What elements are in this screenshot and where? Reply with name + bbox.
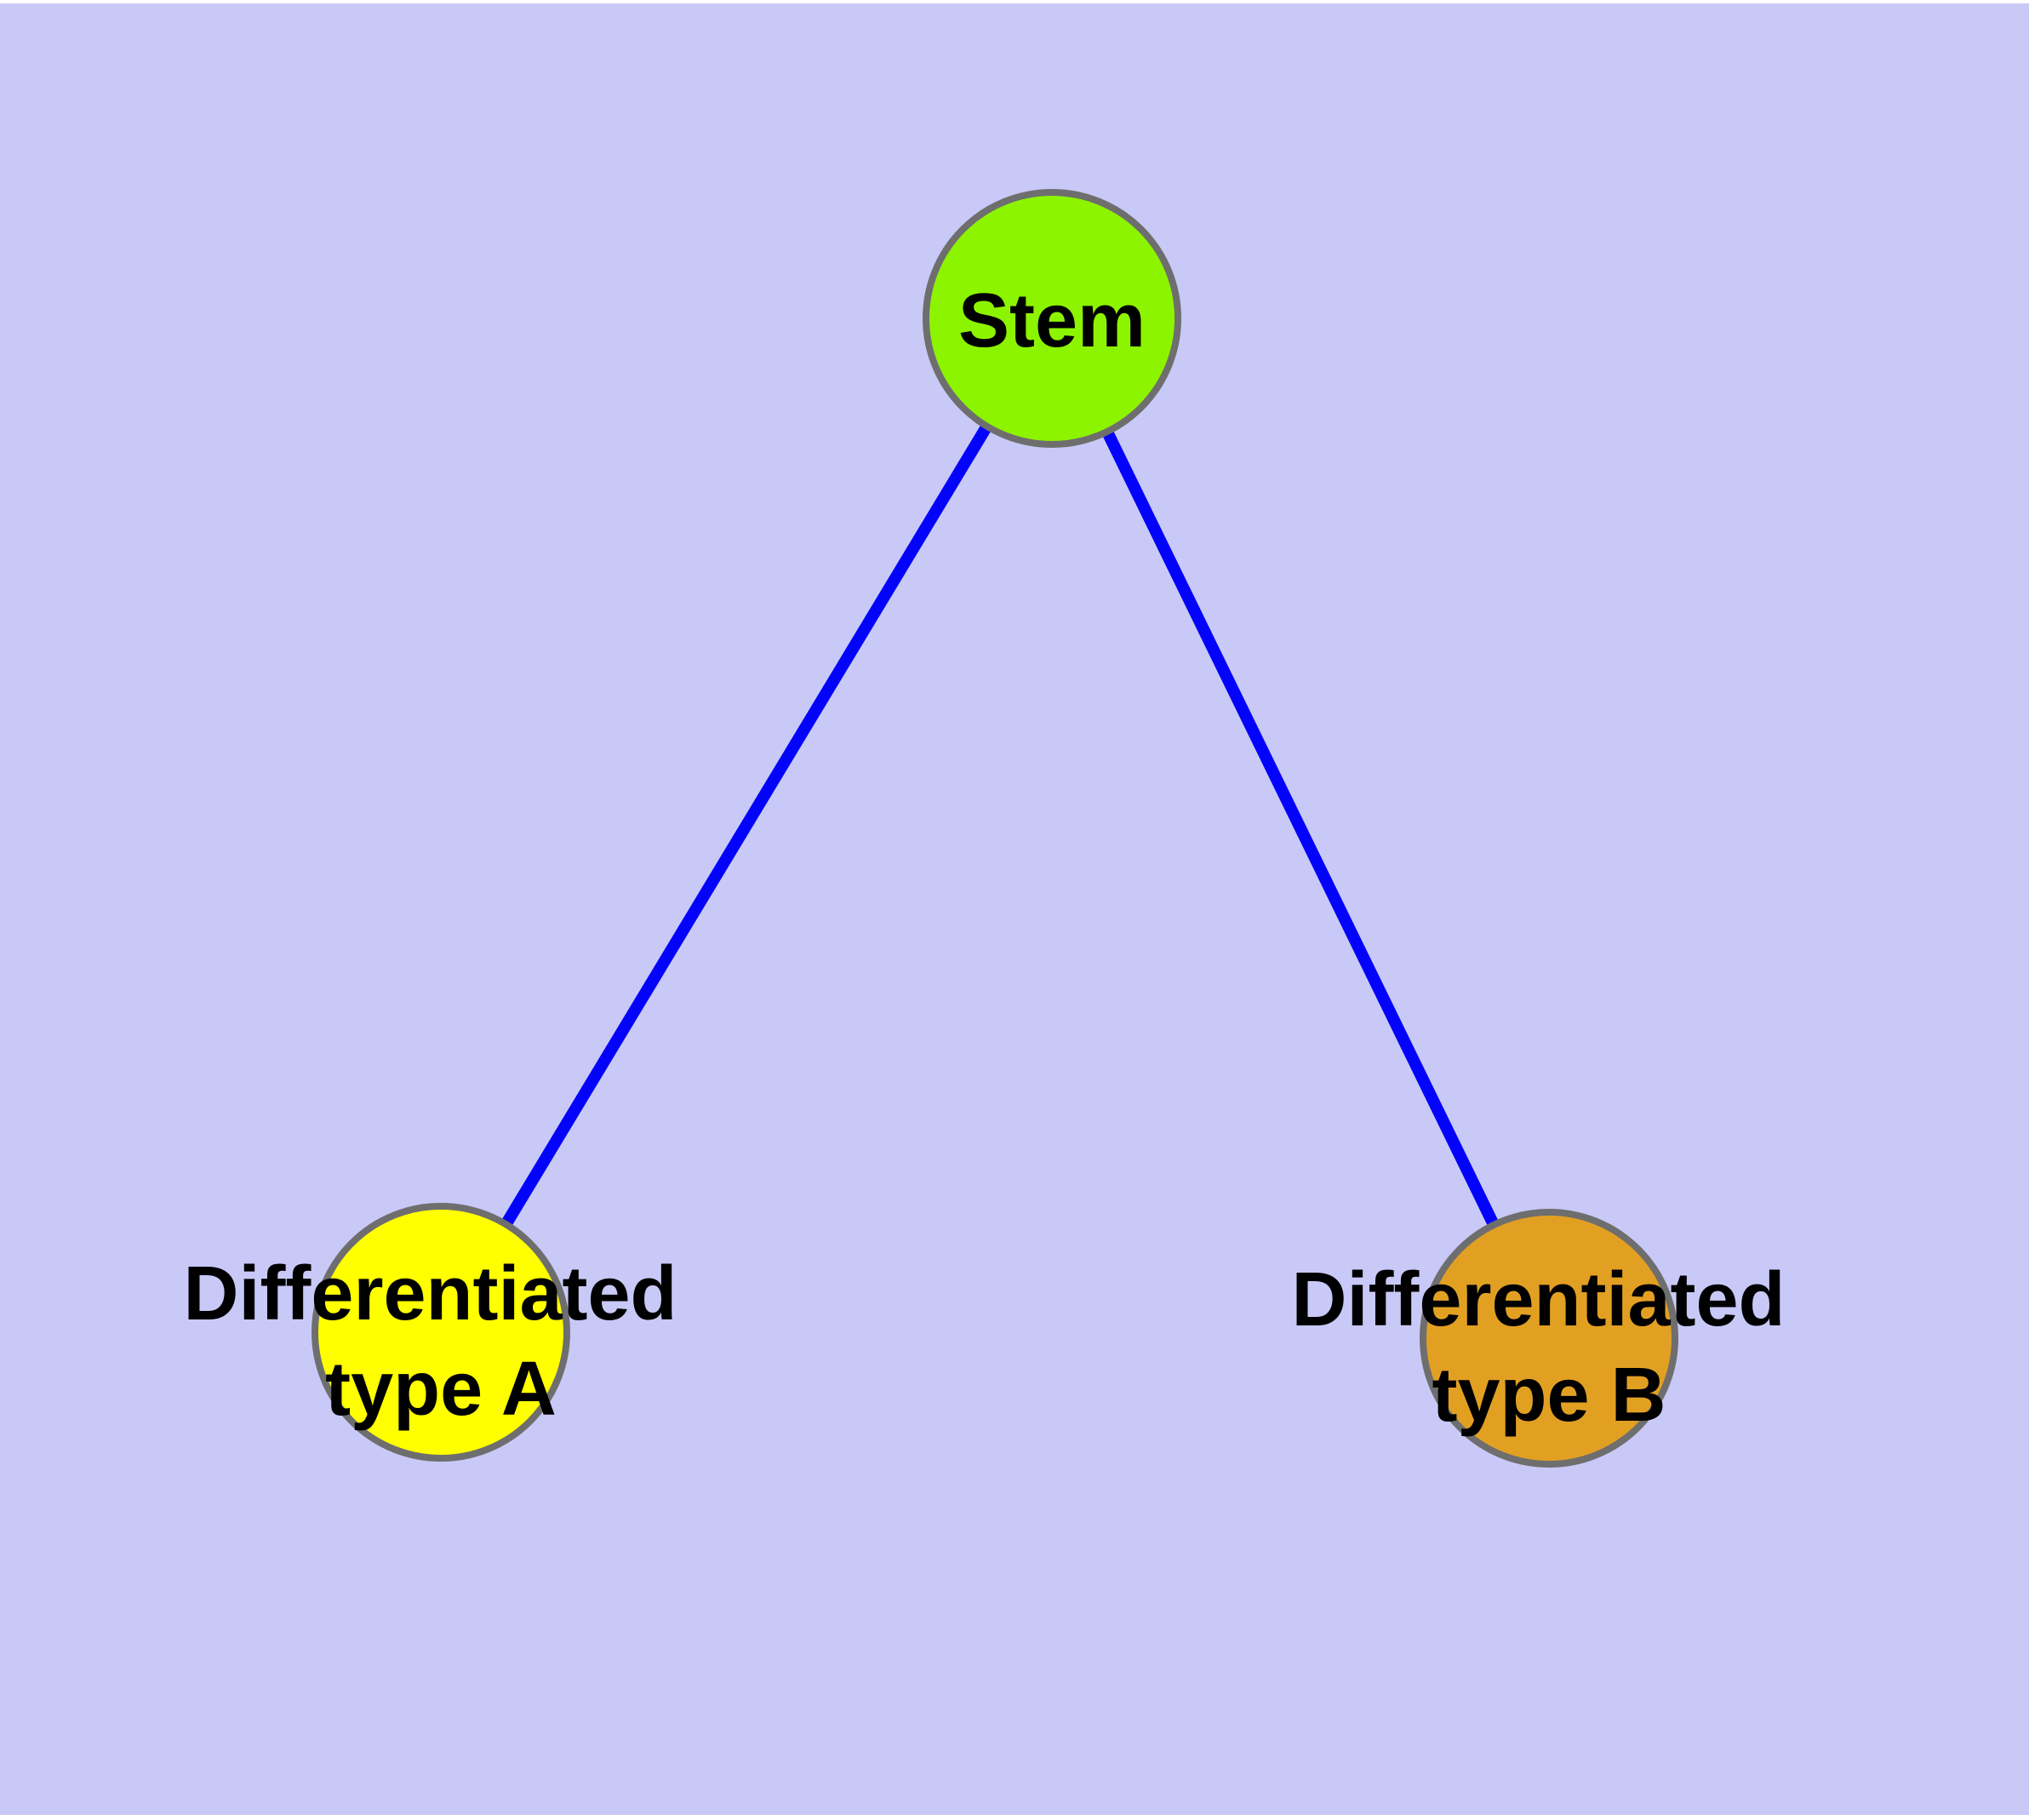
node-stem-label: Stem [958, 278, 1146, 363]
edge-stem-to-type-a [436, 315, 1057, 1336]
edge-stem-to-type-b [1046, 315, 1555, 1342]
node-type-a-label: Differentiated type A [183, 1251, 698, 1432]
node-stem-circle [923, 189, 1181, 448]
node-type-a-circle [311, 1203, 570, 1462]
node-type-a-label-line1: Differentiated [183, 1251, 677, 1336]
node-type-b-circle [1420, 1209, 1678, 1468]
node-type-b-label-line2: type B [1432, 1353, 1666, 1438]
node-type-a-label-line2: type A [325, 1347, 557, 1432]
node-type-b-label-line1: Differentiated [1291, 1257, 1785, 1342]
node-type-b-label: Differentiated type B [1291, 1257, 1806, 1438]
